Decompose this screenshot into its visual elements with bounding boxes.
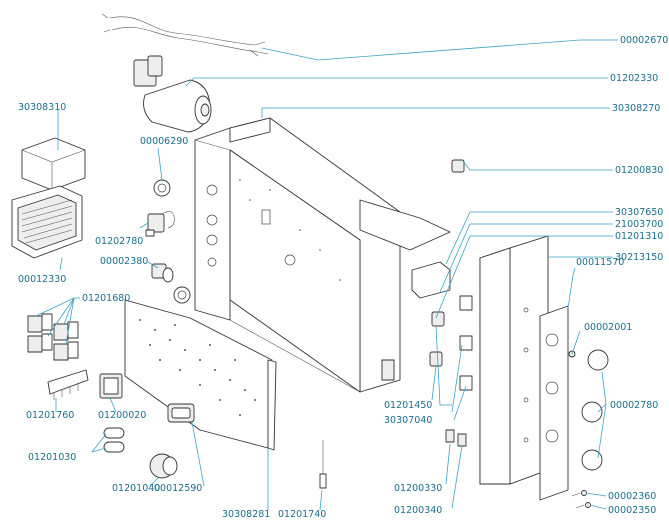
label-01200340: 01200340: [394, 505, 442, 516]
label-01201760: 01201760: [26, 410, 74, 421]
label-01202780: 01202780: [95, 236, 143, 247]
control-knobs: [568, 349, 609, 471]
screws: [571, 490, 591, 509]
part-labels: 00002670 01202330 30308270 30308310 0000…: [18, 35, 668, 520]
front-grille: [11, 185, 83, 259]
terminal-strip: [47, 369, 89, 400]
wire-harness: [101, 13, 269, 57]
label-30308310: 30308310: [18, 102, 66, 113]
main-frame: [194, 117, 451, 393]
label-01201310: 01201310: [615, 231, 663, 242]
contactor: [149, 453, 178, 479]
micro-switches: [445, 429, 467, 447]
label-30308281: 30308281: [222, 509, 270, 520]
label-00006290: 00006290: [140, 136, 188, 147]
label-00002380: 00002380: [100, 256, 148, 267]
label-01200330: 01200330: [394, 483, 442, 494]
label-00012590: 00012590: [154, 483, 202, 494]
label-00002360: 00002360: [608, 491, 656, 502]
capacitors: [103, 427, 125, 453]
gasket-ring: [153, 179, 171, 197]
mounting-plate: [124, 299, 277, 451]
top-cover: [21, 137, 86, 191]
leader-lines: [35, 39, 618, 511]
cable-gland: [151, 263, 191, 304]
transformer: [99, 373, 123, 399]
label-30308270: 30308270: [612, 103, 660, 114]
switch-assembly: [429, 295, 473, 391]
relay-block: [27, 313, 79, 361]
label-00002350: 00002350: [608, 505, 656, 516]
side-column: [479, 235, 569, 501]
label-00002001: 00002001: [584, 322, 632, 333]
label-01202330: 01202330: [610, 73, 658, 84]
bracket-plate: [411, 261, 451, 299]
label-00011570: 00011570: [576, 257, 624, 268]
label-01201450: 01201450: [384, 400, 432, 411]
label-01201040: 01201040: [112, 483, 160, 494]
probe-sensor: [319, 440, 327, 489]
thermostat: [145, 211, 175, 237]
label-00002780: 00002780: [610, 400, 658, 411]
label-01201680: 01201680: [82, 293, 130, 304]
label-00012330: 00012330: [18, 274, 66, 285]
label-01201030: 01201030: [28, 452, 76, 463]
fan-motor: [133, 55, 212, 133]
label-00002670: 00002670: [620, 35, 668, 46]
label-01201740: 01201740: [278, 509, 326, 520]
pressure-switch: [451, 159, 465, 173]
label-01200830: 01200830: [615, 165, 663, 176]
label-30213150: 30213150: [615, 252, 663, 263]
label-01200020: 01200020: [98, 410, 146, 421]
electronic-module: [167, 403, 195, 423]
label-30307650: 30307650: [615, 207, 663, 218]
label-30307040: 30307040: [384, 415, 432, 426]
label-21003700: 21003700: [615, 219, 663, 230]
